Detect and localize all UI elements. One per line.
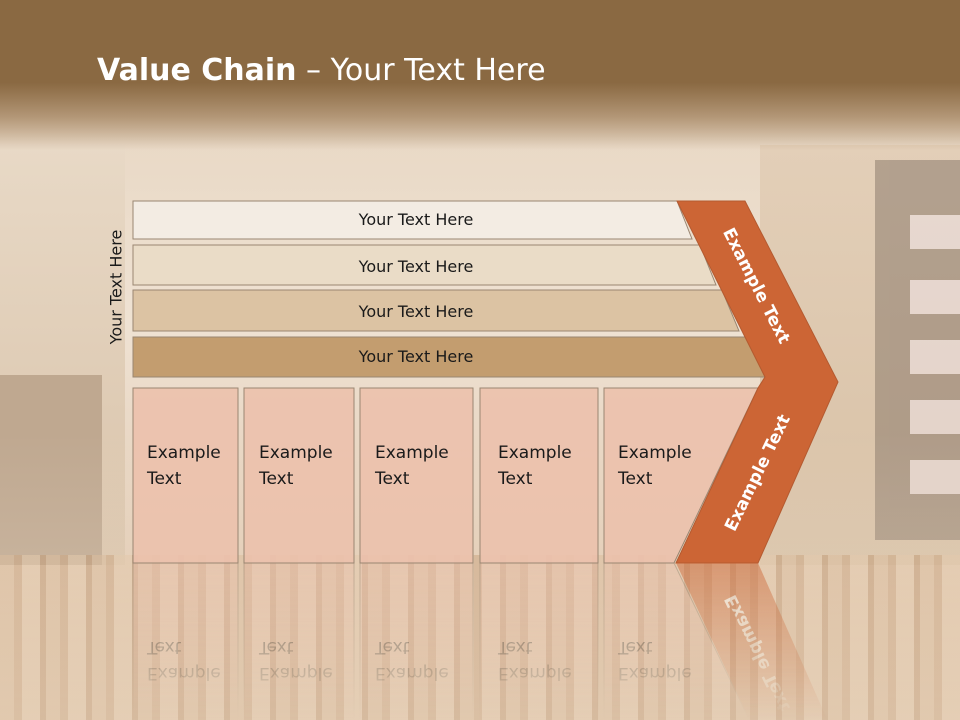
support-row-1 bbox=[132, 200, 693, 240]
primary-box-1-line-2: Text bbox=[146, 469, 182, 489]
title-rest: – Your Text Here bbox=[296, 53, 546, 88]
support-row-3 bbox=[132, 289, 740, 332]
primary-box-2-line-1: Example bbox=[259, 443, 333, 463]
svg-text:Text: Text bbox=[146, 637, 182, 657]
primary-box-2 bbox=[243, 387, 355, 564]
support-row-3-label: Your Text Here bbox=[358, 302, 474, 321]
background-wall-left bbox=[0, 145, 125, 565]
primary-box-3-line-2: Text bbox=[374, 469, 410, 489]
svg-text:Text: Text bbox=[617, 637, 653, 657]
slide-title: Value Chain – Your Text Here bbox=[97, 53, 546, 88]
primary-box-3 bbox=[359, 387, 474, 564]
support-row-1-label: Your Text Here bbox=[358, 210, 474, 229]
primary-box-4 bbox=[479, 387, 599, 564]
diagram-reflection: Example Text Example Text Example Text E… bbox=[132, 562, 828, 720]
support-row-4-label: Your Text Here bbox=[358, 347, 474, 366]
support-row-2 bbox=[132, 244, 717, 286]
svg-text:Example: Example bbox=[147, 663, 221, 683]
primary-box-2-line-2: Text bbox=[258, 469, 294, 489]
svg-text:Text: Text bbox=[497, 637, 533, 657]
primary-box-1 bbox=[132, 387, 239, 564]
title-bold: Value Chain bbox=[97, 53, 297, 88]
primary-box-4-line-1: Example bbox=[498, 443, 572, 463]
background-door bbox=[875, 160, 960, 540]
primary-box-5-line-2: Text bbox=[617, 469, 653, 489]
primary-box-3-line-1: Example bbox=[375, 443, 449, 463]
primary-box-1-line-1: Example bbox=[147, 443, 221, 463]
primary-box-4-line-2: Text bbox=[497, 469, 533, 489]
primary-box-5-line-1: Example bbox=[618, 443, 692, 463]
svg-text:Example: Example bbox=[259, 663, 333, 683]
svg-text:Text: Text bbox=[258, 637, 294, 657]
svg-text:Example: Example bbox=[618, 663, 692, 683]
support-row-2-label: Your Text Here bbox=[358, 257, 474, 276]
svg-text:Text: Text bbox=[374, 637, 410, 657]
header-band bbox=[0, 0, 960, 150]
svg-text:Example: Example bbox=[498, 663, 572, 683]
svg-text:Example: Example bbox=[375, 663, 449, 683]
